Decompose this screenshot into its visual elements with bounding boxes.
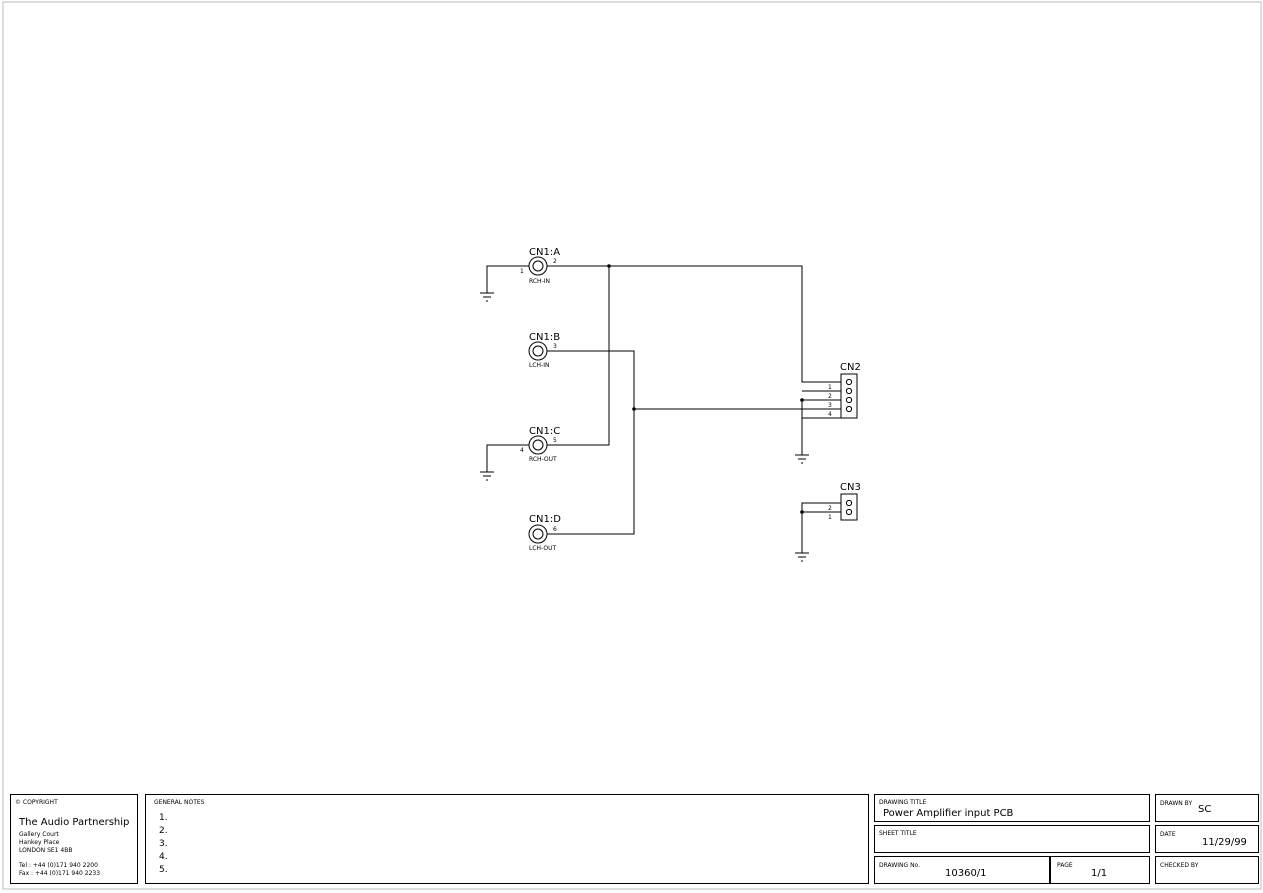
wire-cn2-gnd [801,399,841,455]
cn1b-ref: CN1:B [529,332,560,343]
drawn-by-label: DRAWN BY [1160,800,1193,807]
cn2-pin: 1 [828,384,832,391]
date-box: DATE 11/29/99 [1155,825,1259,853]
junction-dot [632,407,636,411]
cn1c-pin-right: 5 [553,437,557,444]
rca-jacks [528,256,548,544]
drawing-title: Power Amplifier input PCB [883,808,1014,819]
page-number: 1/1 [1091,868,1108,879]
cn1a-ref: CN1:A [529,247,560,258]
rca-jack-icon [528,435,548,455]
cn3-pin: 1 [828,514,832,521]
copyright-label: © COPYRIGHT [15,799,58,806]
sheet-title-box: SHEET TITLE [874,825,1150,853]
wire-rch-in-out [547,266,610,446]
wire-cn1c-gnd [486,444,529,472]
rca-jack-icon [528,341,548,361]
checked-by-label: CHECKED BY [1160,862,1199,869]
cn1a-pin-left: 1 [520,268,524,275]
ground-icon [480,292,494,302]
ground-icon [795,454,809,464]
schematic-labels: CN1:A 1 2 RCH-IN CN1:B 3 LCH-IN CN1:C 4 … [520,247,861,552]
address-block: Gallery Court Hankey Place LONDON SE1 4B… [19,831,72,855]
drawing-number-label: DRAWING No. [879,862,921,869]
fax: Fax : +44 (0)171 940 2233 [19,870,101,877]
cn1a-pin-right: 2 [553,258,557,265]
address-line: Gallery Court [19,831,59,838]
cn3-ref: CN3 [840,482,861,493]
cn2-pin: 4 [828,411,832,418]
page-label: PAGE [1057,862,1073,869]
cn2-header [840,373,858,419]
cn2-pin: 2 [828,393,832,400]
address-line: LONDON SE1 4BB [19,847,73,854]
cn1d-pin-right: 6 [553,526,557,533]
date-label: DATE [1160,831,1176,838]
wire-cn1a-cn2-pin1 [547,265,841,383]
sheet-title-label: SHEET TITLE [879,830,917,837]
rca-jack-icon [528,256,548,276]
drawing-number: 10360/1 [945,868,987,879]
cn1d-label: LCH-OUT [529,545,556,552]
cn1a-label: RCH-IN [529,278,550,285]
wire-lch-in-out [547,350,635,535]
page-box: PAGE 1/1 [1050,856,1150,884]
drawing-title-box: DRAWING TITLE Power Amplifier input PCB [874,794,1150,822]
cn2-pin: 3 [828,402,832,409]
wires [486,265,841,553]
junction-dot [607,264,611,268]
wire-cn3-gnd [801,502,841,553]
rca-jack-icon [528,524,548,544]
cn1d-ref: CN1:D [529,514,561,525]
ground-symbols [480,292,809,562]
cn3-header [840,493,858,521]
note-item: 3. [159,839,168,849]
cn2-ref: CN2 [840,362,861,373]
date-value: 11/29/99 [1202,837,1247,848]
cn1c-pin-left: 4 [520,447,524,454]
drawing-number-box: DRAWING No. 10360/1 [874,856,1050,884]
general-notes-label: GENERAL NOTES [154,799,205,806]
contact-block: Tel : +44 (0)171 940 2200 Fax : +44 (0)1… [19,862,100,878]
drawn-by-box: DRAWN BY SC [1155,794,1259,822]
cn1b-label: LCH-IN [529,362,549,369]
junction-dot [800,398,804,402]
drawn-by: SC [1198,804,1212,815]
junction-dot [800,510,804,514]
cn3-body [840,493,858,521]
general-notes-box: GENERAL NOTES 1. 2. 3. 4. 5. [145,794,869,884]
cn1b-pin-right: 3 [553,343,557,350]
ground-icon [480,471,494,481]
note-item: 5. [159,865,168,875]
cn2-body [840,373,858,419]
cn3-pin: 2 [828,505,832,512]
cn1c-ref: CN1:C [529,426,560,437]
junctions [607,264,804,514]
wire-cn1a-gnd [486,265,529,293]
note-item: 2. [159,826,168,836]
note-item: 4. [159,852,168,862]
copyright-box: © COPYRIGHT The Audio Partnership Galler… [10,794,138,884]
checked-by-box: CHECKED BY [1155,856,1259,884]
company-name: The Audio Partnership [19,817,130,828]
drawing-title-label: DRAWING TITLE [879,799,927,806]
address-line: Hankey Place [19,839,60,846]
cn1c-label: RCH-OUT [529,456,557,463]
ground-icon [795,552,809,562]
telephone: Tel : +44 (0)171 940 2200 [19,862,98,869]
note-item: 1. [159,813,168,823]
